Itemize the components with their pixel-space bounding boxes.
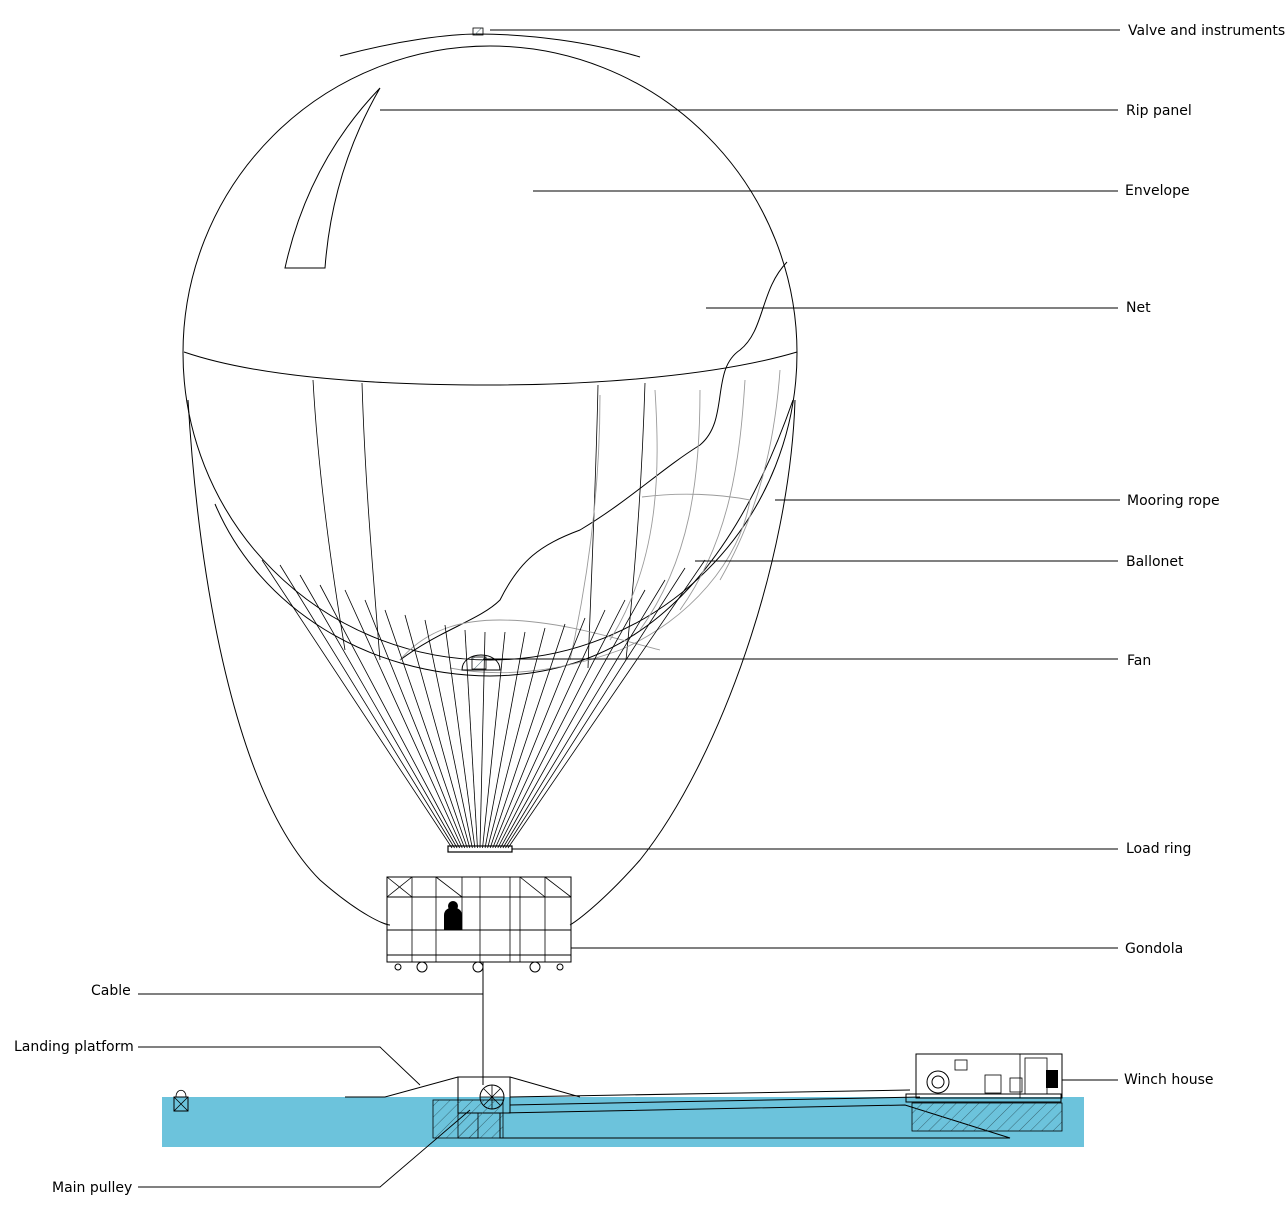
net-line	[497, 599, 626, 849]
rip-panel-shape	[284, 87, 381, 269]
net-line	[279, 564, 455, 849]
gondola	[386, 876, 572, 973]
net-line	[464, 629, 478, 849]
net-line	[505, 567, 686, 849]
net-lines	[261, 559, 706, 849]
label-valve-and-instruments: Valve and instruments	[1128, 23, 1285, 39]
net-line	[482, 631, 506, 849]
net-line	[424, 619, 473, 849]
ballonet	[399, 369, 781, 674]
label-mooring-rope: Mooring rope	[1127, 493, 1220, 509]
label-main-pulley: Main pulley	[52, 1180, 132, 1196]
landing-platform	[173, 1076, 581, 1139]
net-line	[319, 584, 460, 849]
envelope	[182, 33, 798, 677]
fan-unit	[461, 654, 501, 671]
label-rip-panel: Rip panel	[1126, 103, 1192, 119]
net-line	[500, 589, 646, 849]
valve-unit	[472, 27, 484, 36]
net-line	[261, 559, 453, 849]
label-envelope: Envelope	[1125, 183, 1190, 199]
label-net: Net	[1126, 300, 1151, 316]
labels: Valve and instruments Rip panel Envelope…	[14, 23, 1285, 1196]
net-line	[487, 627, 546, 849]
net-line	[444, 624, 476, 849]
net-line	[489, 623, 566, 849]
net-line	[364, 599, 466, 849]
net-line	[507, 559, 706, 849]
net-line	[492, 617, 586, 849]
label-landing-platform: Landing platform	[14, 1039, 134, 1055]
label-ballonet: Ballonet	[1126, 554, 1184, 570]
net-line	[299, 574, 458, 849]
net-line	[484, 631, 526, 849]
net-line	[479, 631, 486, 849]
net-line	[502, 579, 666, 849]
label-winch-house: Winch house	[1124, 1072, 1214, 1088]
winch-track	[499, 1089, 1063, 1139]
label-cable: Cable	[91, 983, 131, 999]
label-fan: Fan	[1127, 653, 1151, 669]
net-line	[494, 609, 606, 849]
net-line	[344, 589, 463, 849]
net-line	[404, 614, 471, 849]
leader-lines	[138, 29, 1120, 1188]
label-gondola: Gondola	[1125, 941, 1183, 957]
label-load-ring: Load ring	[1126, 841, 1191, 857]
winch-house	[905, 1053, 1063, 1103]
net-line	[384, 609, 468, 849]
mooring-ropes	[187, 399, 796, 926]
